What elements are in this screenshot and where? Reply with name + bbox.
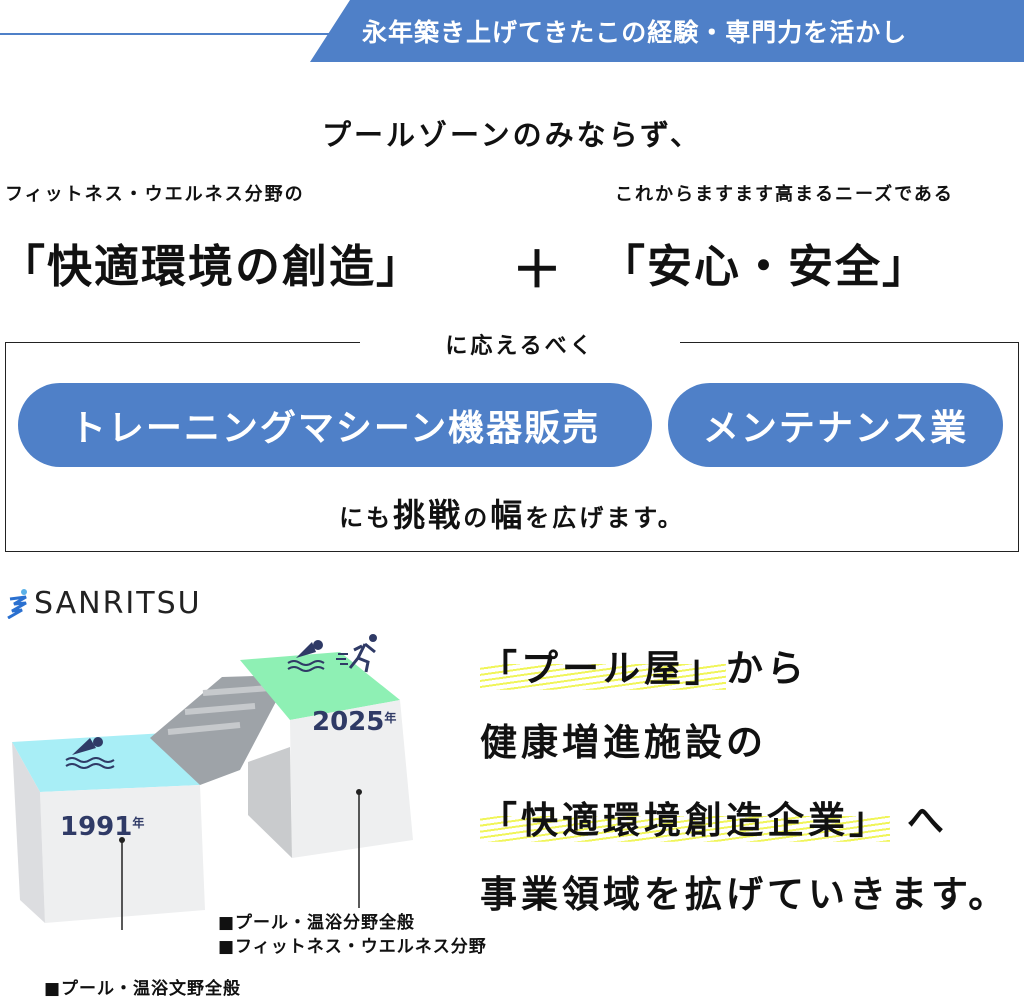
year-1991: 1991年 bbox=[60, 812, 144, 842]
swimmer-icon-2025 bbox=[287, 640, 325, 672]
right-subtitle: これからますます高まるニーズである bbox=[615, 184, 954, 205]
comfort-company-highlight: 「快適環境創造企業」 bbox=[480, 799, 890, 842]
swimmer-icon bbox=[65, 737, 115, 769]
tail-a: にも bbox=[339, 504, 394, 532]
right-line-1-tail: から bbox=[726, 647, 808, 690]
year-2025: 2025年 bbox=[312, 707, 396, 737]
tail-e: を広げます。 bbox=[525, 504, 685, 532]
runner-icon bbox=[336, 634, 377, 673]
company-logo: SANRITSU bbox=[6, 586, 202, 621]
caption-1991-pool: ■プール・温浴文野全般 bbox=[44, 979, 242, 999]
maintenance-pill: メンテナンス業 bbox=[668, 383, 1003, 467]
banner-line bbox=[0, 33, 330, 35]
tail-d: 幅 bbox=[490, 496, 526, 534]
top-banner: 永年築き上げてきたこの経験・専門力を活かし bbox=[310, 0, 1024, 62]
plus-sign: ＋ bbox=[512, 241, 564, 299]
right-line-1: 「プール屋」から bbox=[480, 638, 808, 692]
comfort-title: 「快適環境の創造」 bbox=[0, 240, 424, 293]
caption-2025-fitness: ■フィットネス・ウエルネス分野 bbox=[218, 937, 487, 957]
right-line-3-tail: へ bbox=[890, 799, 948, 842]
tail-b: 挑戦 bbox=[393, 496, 464, 534]
safety-title: 「安心・安全」 bbox=[600, 240, 930, 293]
headline: プールゾーンのみならず、 bbox=[322, 118, 702, 152]
stairs-illustration: 1991年 2025年 bbox=[12, 634, 413, 930]
logo-text: SANRITSU bbox=[34, 586, 202, 621]
right-line-2: 健康増進施設の bbox=[480, 721, 767, 764]
box-label: に応えるべく bbox=[360, 328, 680, 360]
tail-c: の bbox=[463, 504, 491, 532]
pool-shop-highlight: 「プール屋」 bbox=[480, 647, 726, 690]
right-line-3: 「快適環境創造企業」 へ bbox=[480, 790, 948, 844]
left-subtitle: フィットネス・ウエルネス分野の bbox=[5, 184, 305, 205]
caption-2025-pool: ■プール・温浴分野全般 bbox=[218, 913, 416, 933]
box-tail-text: にも挑戦の幅を広げます。 bbox=[0, 490, 1024, 536]
logo-swoosh-icon bbox=[7, 588, 27, 619]
training-machine-sales-pill: トレーニングマシーン機器販売 bbox=[18, 383, 652, 467]
right-line-4: 事業領域を拡げていきます。 bbox=[480, 873, 1010, 916]
